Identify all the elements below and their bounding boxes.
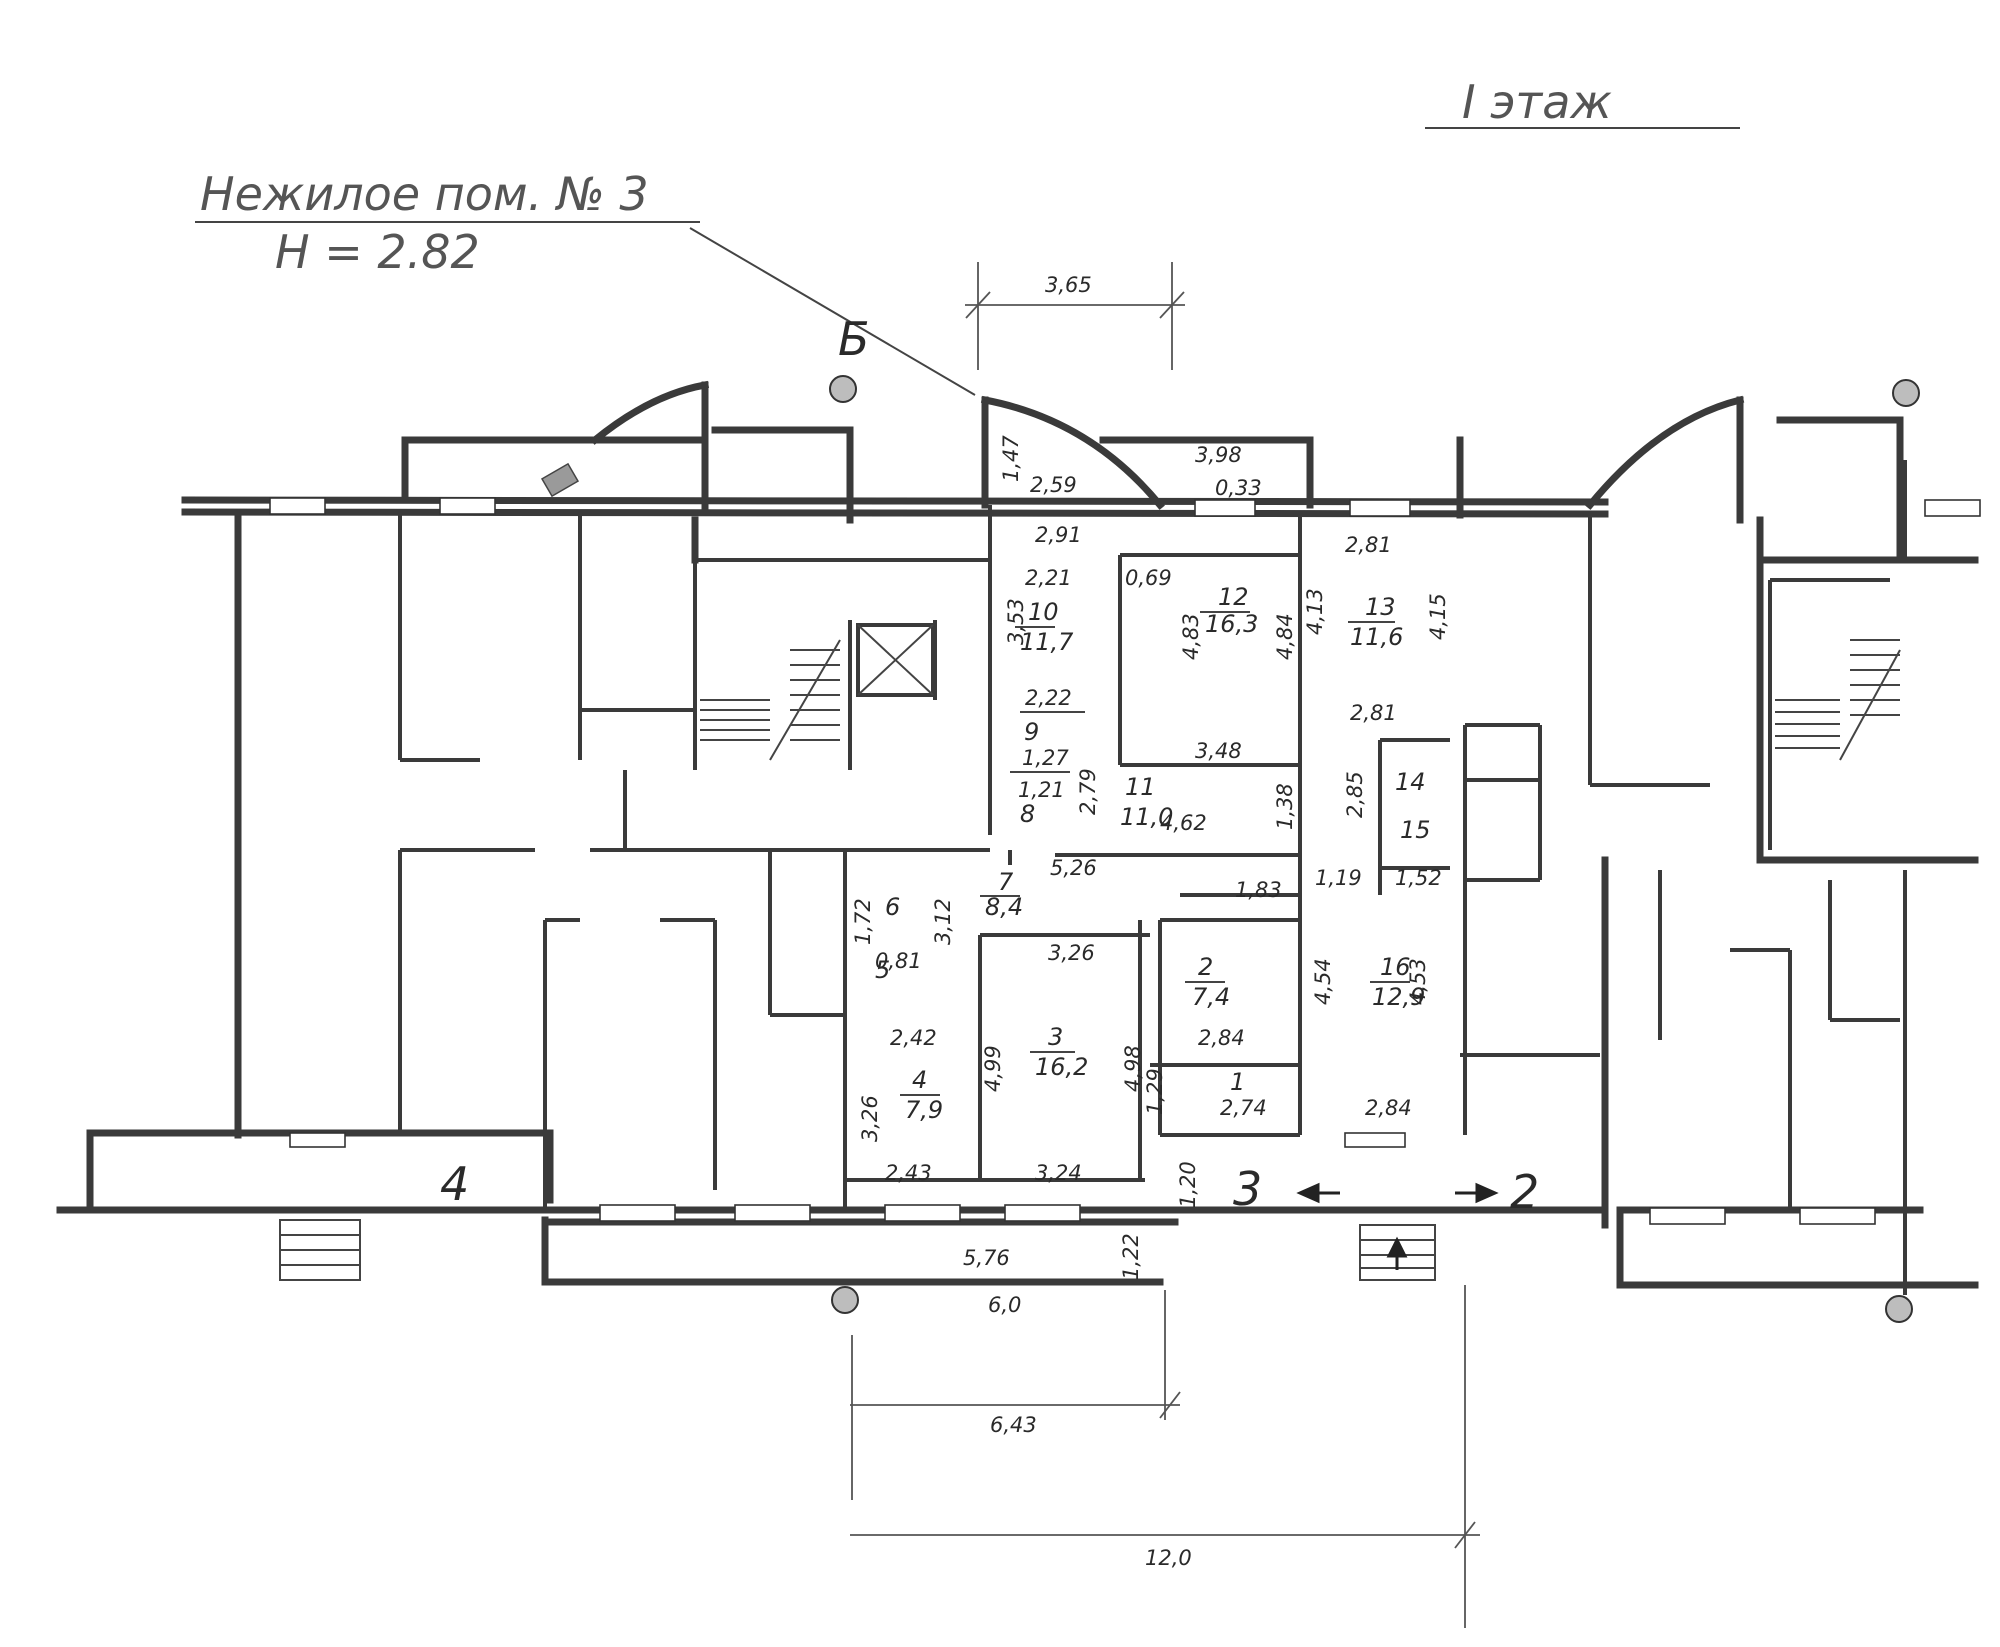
column-marker <box>829 375 857 403</box>
room-1-number: 1 <box>1230 1068 1245 1096</box>
room-5-number: 5 <box>875 956 890 984</box>
measure: 4,13 <box>1303 588 1327 635</box>
room-2-number: 2 <box>1198 953 1213 981</box>
measure: 2,84 <box>1365 1096 1412 1120</box>
bay-element <box>540 462 580 498</box>
measure: 2,22 <box>1025 686 1072 710</box>
measure: 2,84 <box>1198 1026 1245 1050</box>
measure: 1,47 <box>999 435 1023 482</box>
room-labels: 10 11,7 12 16,3 13 11,6 9 11 11,0 8 14 1… <box>875 583 1431 1124</box>
measure: 3,12 <box>931 898 955 945</box>
measure: 4,98 <box>1121 1045 1145 1092</box>
room-4-area: 7,9 <box>905 1096 943 1124</box>
measure: 3,98 <box>1195 443 1242 467</box>
measure: 3,26 <box>1048 941 1095 965</box>
room-7-number: 7 <box>998 868 1014 896</box>
measure: 2,79 <box>1076 768 1100 815</box>
measure: 1,20 <box>1176 1161 1200 1208</box>
measure: 1,52 <box>1395 866 1442 890</box>
column-marker <box>831 1286 859 1314</box>
room-16-number: 16 <box>1380 953 1411 981</box>
dimension-under-plan-2: 6,0 <box>988 1293 1021 1317</box>
measure: 5,26 <box>1050 856 1097 880</box>
measure: 2,74 <box>1220 1096 1267 1120</box>
dimension-top-label: 3,65 <box>1045 273 1092 297</box>
measure: 2,85 <box>1343 771 1367 818</box>
room-10-number: 10 <box>1028 598 1059 626</box>
outer-walls <box>56 380 1979 1289</box>
measure: 2,81 <box>1350 701 1397 725</box>
axis-label-b: Б <box>838 312 870 366</box>
room-11-area: 11,0 <box>1120 803 1173 831</box>
entrance-3-label: 3 <box>1233 1162 1262 1216</box>
measure: 4,54 <box>1311 958 1335 1005</box>
dimension-bottom-label-2: 12,0 <box>1145 1546 1192 1570</box>
measure: 3,48 <box>1195 739 1242 763</box>
room-7-area: 8,4 <box>985 893 1023 921</box>
room-13-number: 13 <box>1365 593 1396 621</box>
dimension-bottom <box>850 1285 1480 1628</box>
interior-walls <box>398 460 1907 1295</box>
room-12-number: 12 <box>1218 583 1249 611</box>
measure: 4,99 <box>981 1045 1005 1092</box>
room-13-area: 11,6 <box>1350 623 1403 651</box>
room-3-number: 3 <box>1048 1023 1063 1051</box>
column-marker <box>1892 379 1920 407</box>
annotation-height: H = 2.82 <box>275 225 480 279</box>
measure: 2,59 <box>1030 473 1077 497</box>
measure: 2,81 <box>1345 533 1392 557</box>
measure: 0,69 <box>1125 566 1172 590</box>
room-6-number: 6 <box>885 893 900 921</box>
measure: 4,62 <box>1160 811 1207 835</box>
measure: 4,83 <box>1179 613 1203 660</box>
room-12-area: 16,3 <box>1205 610 1258 638</box>
measure: 3,24 <box>1035 1161 1082 1185</box>
measure: 2,43 <box>885 1161 932 1185</box>
windows <box>269 497 1981 1225</box>
room-14-number: 14 <box>1395 768 1426 796</box>
measure: 2,91 <box>1035 523 1082 547</box>
measure: 3,53 <box>1004 598 1028 645</box>
measure: 1,29 <box>1143 1068 1167 1115</box>
floor-title: I этаж <box>1462 75 1612 129</box>
measure: 1,72 <box>851 898 875 945</box>
room-3-area: 16,2 <box>1035 1053 1088 1081</box>
porch-steps <box>279 1219 1436 1281</box>
room-16-area: 12,9 <box>1372 983 1425 1011</box>
entrance-2-label: 2 <box>1510 1165 1539 1219</box>
measure: 1,19 <box>1315 866 1362 890</box>
dimension-under-plan-1: 5,76 <box>963 1246 1010 1270</box>
measure: 4,53 <box>1406 958 1430 1005</box>
entrance-4-label: 4 <box>440 1157 469 1211</box>
room-11-number: 11 <box>1125 773 1156 801</box>
dimension-top <box>965 262 1185 370</box>
room-8-number: 8 <box>1020 800 1035 828</box>
room-4-number: 4 <box>912 1066 927 1094</box>
dimension-side-1-22: 1,22 <box>1119 1233 1143 1280</box>
measure: 1,21 <box>1018 778 1065 802</box>
measure: 2,42 <box>890 1026 937 1050</box>
measure: 1,83 <box>1235 878 1282 902</box>
room-10-area: 11,7 <box>1020 628 1074 656</box>
annotation-label: Нежилое пом. № 3 <box>200 167 649 221</box>
entrance-arrows <box>1296 1182 1499 1270</box>
room-15-number: 15 <box>1400 816 1431 844</box>
room-9-number: 9 <box>1024 718 1039 746</box>
measurements-vertical: 1,47 3,53 4,83 4,84 4,13 4,15 2,79 1,38 … <box>851 435 1450 1208</box>
measure: 2,21 <box>1025 566 1072 590</box>
measure: 0,81 <box>875 949 922 973</box>
room-2-area: 7,4 <box>1192 983 1230 1011</box>
measure: 3,26 <box>858 1095 882 1142</box>
measure: 4,15 <box>1426 593 1450 640</box>
column-marker <box>1885 1295 1913 1323</box>
measure: 0,33 <box>1215 476 1262 500</box>
dimension-bottom-label-1: 6,43 <box>990 1413 1037 1437</box>
measure: 1,27 <box>1022 746 1069 770</box>
annotation-leader-line <box>689 227 976 396</box>
measure: 1,38 <box>1273 783 1297 830</box>
measure: 4,84 <box>1273 613 1297 660</box>
measurements: 3,98 0,33 2,59 2,91 2,81 2,21 0,69 2,22 … <box>875 443 1442 1185</box>
